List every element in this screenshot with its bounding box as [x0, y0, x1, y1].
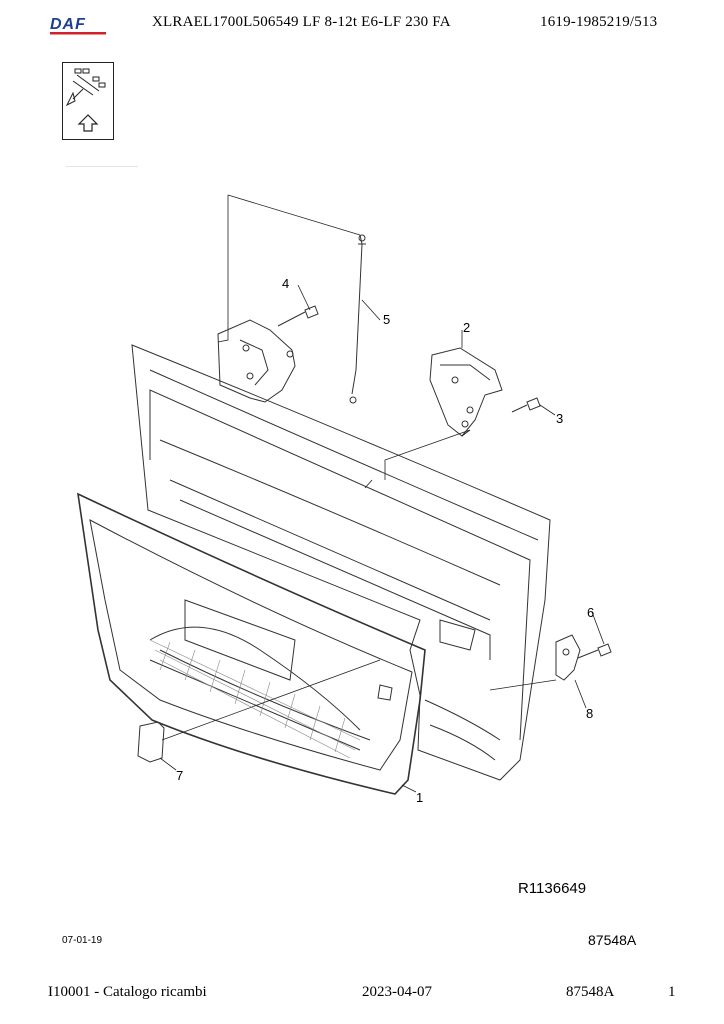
callout-2: 2 [463, 320, 470, 335]
sheet-id: 87548A [588, 932, 637, 948]
model-code: XLRAEL1700L506549 LF 8-12t E6-LF 230 FA [152, 14, 451, 30]
cab-front-panel [131, 344, 551, 781]
callout-6: 6 [587, 605, 594, 620]
side-mount [555, 634, 581, 681]
callout-1: 1 [416, 790, 423, 805]
drawing-reference: R1136649 [518, 880, 587, 897]
footer-date: 2023-04-07 [362, 984, 432, 1000]
brand-logo-text: DAF [50, 16, 86, 33]
screw-3 [511, 397, 541, 413]
screw-4 [277, 305, 319, 327]
screw-6 [577, 643, 612, 659]
up-arrow-icon [77, 114, 99, 132]
callout-8: 8 [586, 706, 593, 721]
divider [66, 166, 138, 167]
daf-logo: DAF [50, 16, 106, 35]
sheet-date-code: 07-01-19 [62, 935, 103, 946]
callout-7: 7 [176, 768, 183, 783]
hood-hinge [217, 319, 296, 403]
callout-3: 3 [556, 411, 563, 426]
footer-catalog: I10001 - Catalogo ricambi [48, 984, 207, 1000]
gas-strut [351, 234, 363, 395]
doc-reference: 1619-1985219/513 [540, 14, 658, 30]
navigation-thumbnail-graphic [65, 68, 106, 132]
callout-5: 5 [383, 312, 390, 327]
front-grille [76, 492, 426, 795]
callout-4: 4 [282, 276, 289, 291]
clip [137, 721, 165, 763]
page-number: 1 [668, 984, 676, 1000]
footer-id: 87548A [566, 984, 615, 1000]
navigation-thumbnail[interactable] [62, 62, 114, 140]
right-bracket [429, 347, 503, 437]
parts-exploded-drawing: 1 2 3 4 5 6 7 8 [76, 194, 612, 805]
